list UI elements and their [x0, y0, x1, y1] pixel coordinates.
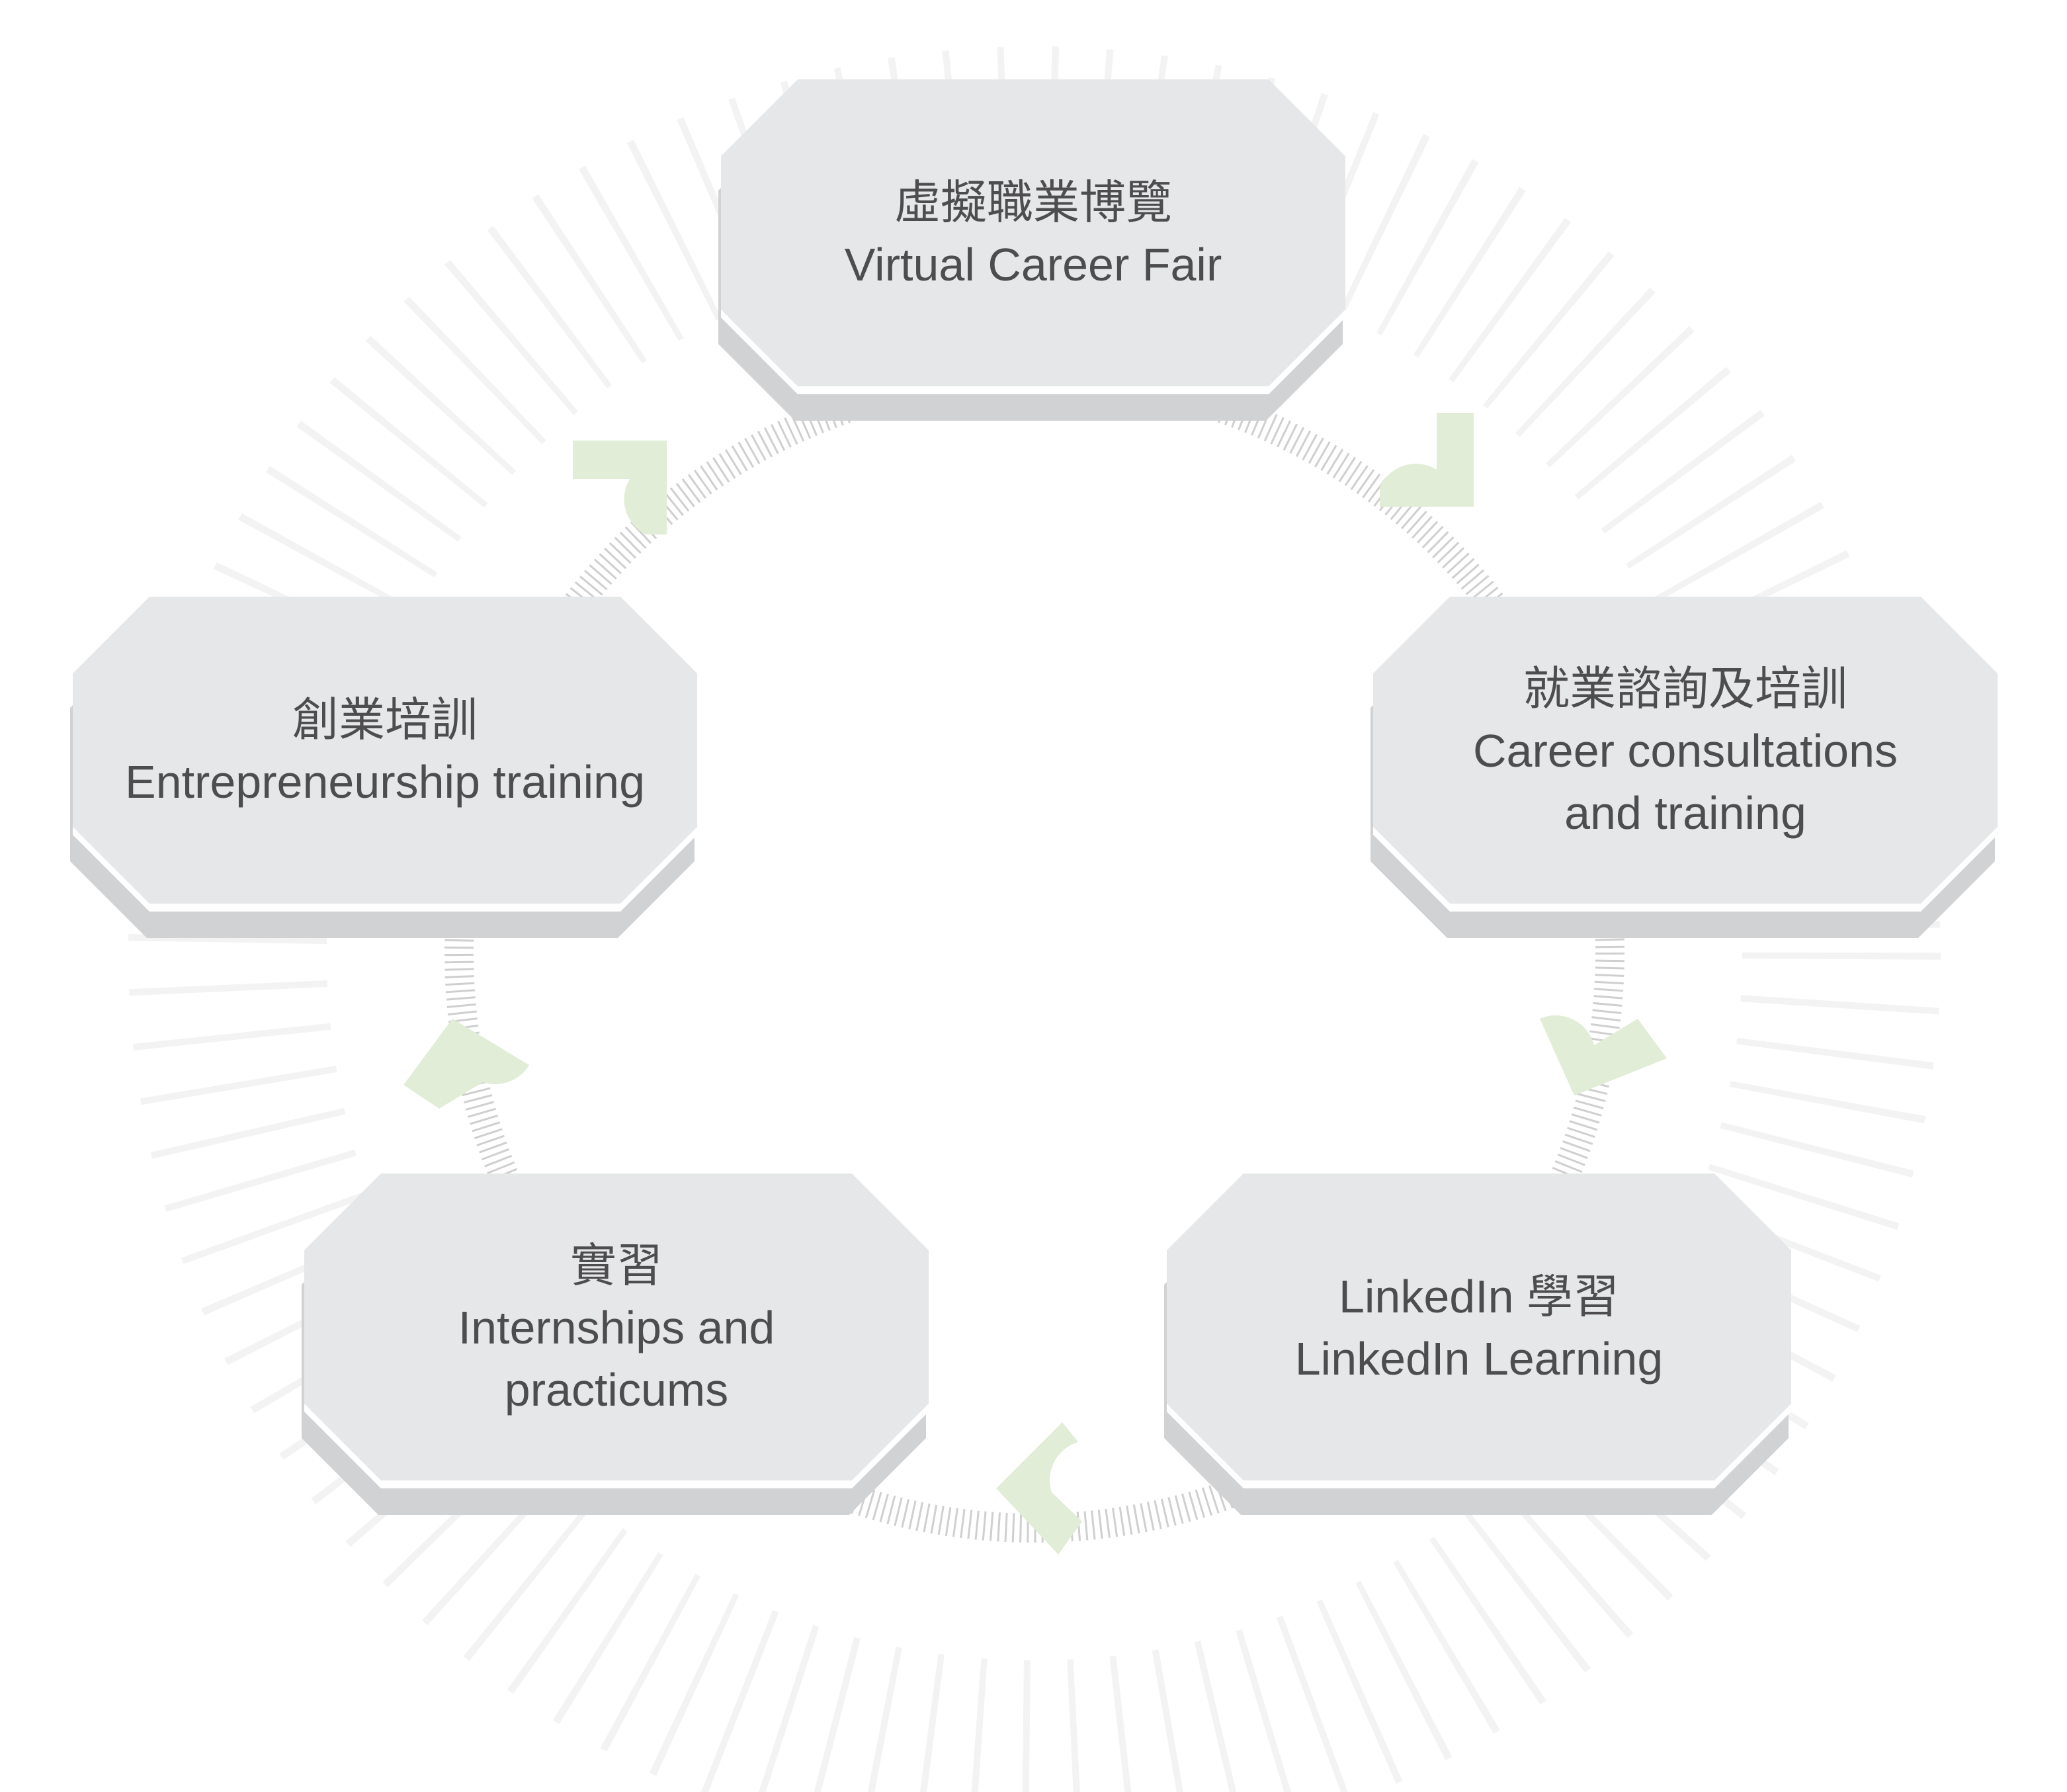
step-title-en: Internships and: [458, 1302, 775, 1353]
box-face: [1167, 1173, 1791, 1480]
step-title-zh: 實習: [570, 1240, 663, 1291]
flow-arrows: [403, 413, 1667, 1555]
box-face: [721, 79, 1345, 386]
step-title-zh: LinkedIn 學習: [1339, 1271, 1619, 1322]
step-title-en: Career consultations: [1473, 725, 1898, 777]
step-box: LinkedIn 學習 LinkedIn Learning: [1164, 1173, 1791, 1515]
background-rays: [128, 46, 1941, 1792]
step-title-en: Entrepreneurship training: [125, 756, 645, 808]
arrow-icon: [996, 1422, 1082, 1555]
step-box: 創業培訓 Entrepreneurship training: [70, 597, 697, 938]
step-title-en: and training: [1564, 787, 1806, 839]
step-box: 實習 Internships and practicums: [302, 1173, 929, 1515]
step-box: 就業諮詢及培訓 Career consultations and training: [1371, 597, 1998, 938]
step-title-en: practicums: [505, 1364, 728, 1416]
arrow-icon: [1540, 1015, 1667, 1095]
box-face: [73, 597, 697, 904]
step-title-en: Virtual Career Fair: [845, 239, 1222, 290]
step-title-zh: 就業諮詢及培訓: [1523, 663, 1847, 714]
step-box: 虛擬職業博覽 Virtual Career Fair: [718, 79, 1345, 421]
step-title-zh: 創業培訓: [292, 694, 478, 746]
box-face: [304, 1173, 929, 1480]
step-title-zh: 虛擬職業博覽: [894, 177, 1172, 228]
arrow-icon: [573, 441, 667, 534]
arrow-icon: [1380, 413, 1474, 507]
step-title-en: LinkedIn Learning: [1295, 1333, 1664, 1385]
arrow-icon: [403, 1019, 529, 1109]
box-face: [1373, 597, 1998, 904]
